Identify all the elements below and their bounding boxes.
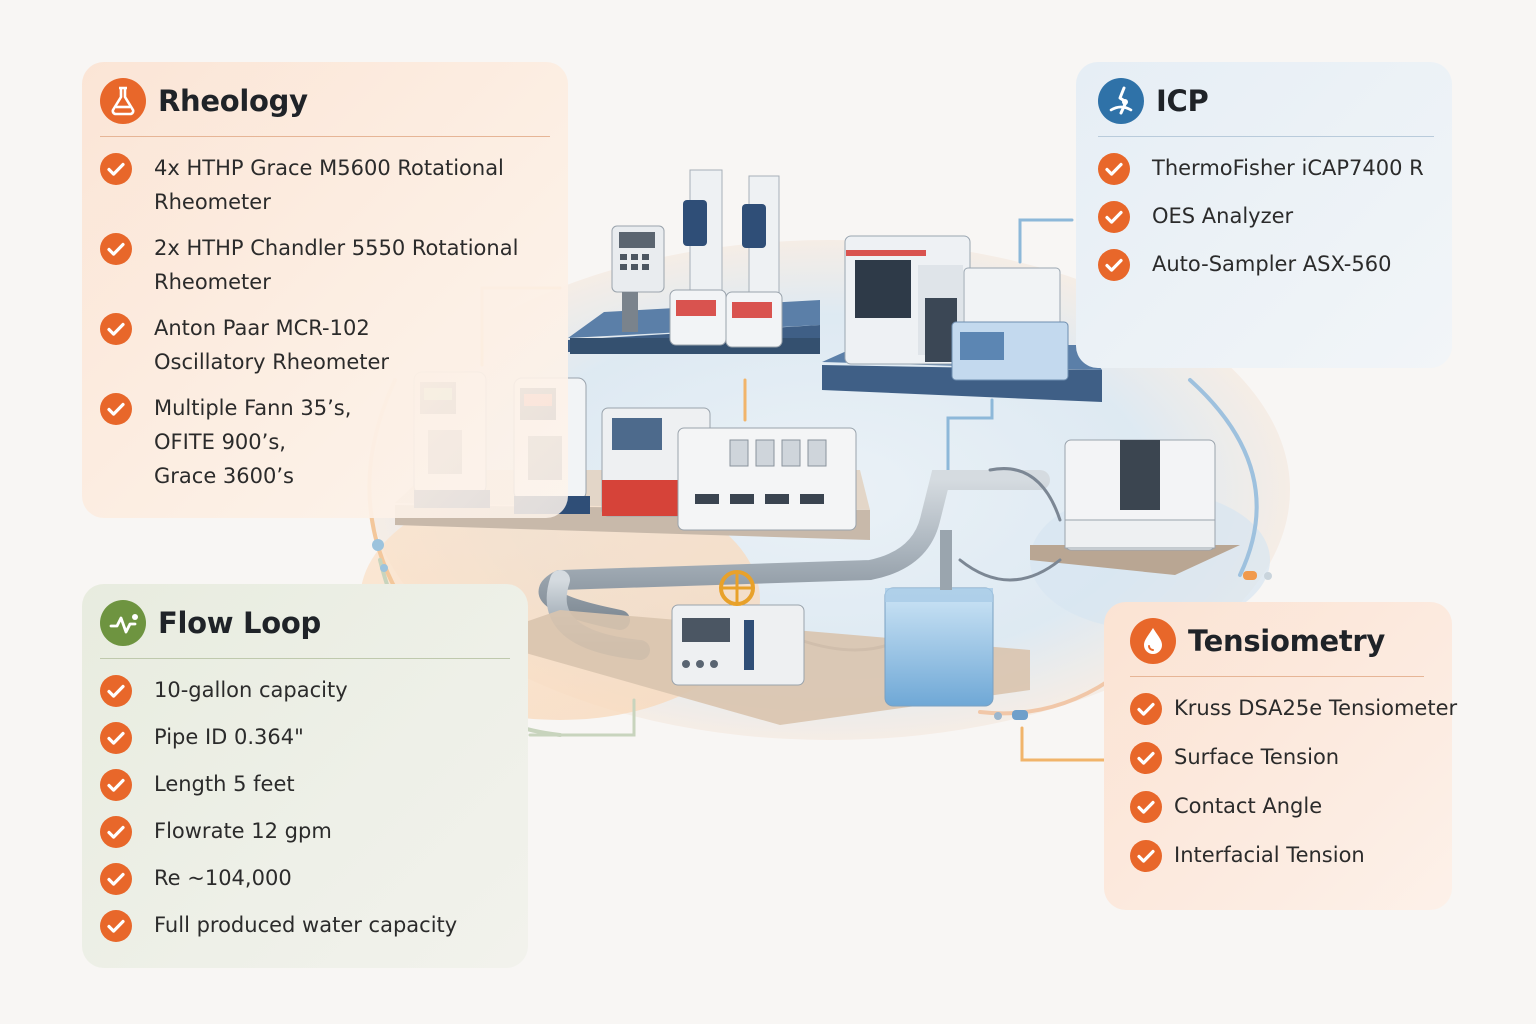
check-icon <box>100 153 132 185</box>
list-item: Auto-Sampler ASX-560 <box>1098 247 1434 281</box>
droplet-icon <box>1130 618 1176 664</box>
check-icon <box>100 722 132 754</box>
item-text: Re ~104,000 <box>154 866 292 890</box>
tensiometer-bench <box>1030 439 1240 575</box>
check-icon <box>1130 693 1162 725</box>
item-text: 10-gallon capacity <box>154 678 348 702</box>
flow-loop-divider <box>100 658 510 659</box>
rheology-header: Rheology <box>100 78 550 124</box>
icp-list: ThermoFisher iCAP7400 R OES Analyzer Aut… <box>1098 151 1434 281</box>
flow-chart-icon <box>100 600 146 646</box>
icp-divider <box>1098 136 1434 137</box>
item-text: Surface Tension <box>1174 745 1340 769</box>
check-icon <box>100 233 132 265</box>
check-icon <box>100 863 132 895</box>
list-item: Re ~104,000 <box>100 861 510 895</box>
item-text: Length 5 feet <box>154 772 295 796</box>
beaker-icon <box>100 78 146 124</box>
connector-lines <box>480 218 1112 762</box>
item-text: Interfacial Tension <box>1174 843 1365 867</box>
check-icon <box>100 313 132 345</box>
check-icon <box>1130 840 1162 872</box>
list-item: OES Analyzer <box>1098 199 1434 233</box>
list-item: Contact Angle <box>1130 789 1452 823</box>
list-item: Full produced water capacity <box>100 908 510 942</box>
flow-loop-bench <box>508 530 1030 725</box>
list-item: Pipe ID 0.364" <box>100 720 510 754</box>
item-text: Full produced water capacity <box>154 913 458 937</box>
list-item: Flowrate 12 gpm <box>100 814 510 848</box>
flow-loop-title: Flow Loop <box>158 606 321 640</box>
list-item: 10-gallon capacity <box>100 673 510 707</box>
flow-loop-list: 10-gallon capacity Pipe ID 0.364" Length… <box>100 673 510 942</box>
item-text: Contact Angle <box>1174 794 1323 818</box>
check-icon <box>1130 791 1162 823</box>
tensiometry-title: Tensiometry <box>1188 624 1386 658</box>
check-icon <box>1098 153 1130 185</box>
tensiometry-panel: Tensiometry Kruss DSA25e Tensiometer Sur… <box>1104 602 1457 910</box>
item-text: Flowrate 12 gpm <box>154 819 332 843</box>
rheology-divider <box>100 136 550 137</box>
tensiometry-header: Tensiometry <box>1130 618 1452 664</box>
item-text: Pipe ID 0.364" <box>154 725 304 749</box>
list-item: Kruss DSA25e Tensiometer <box>1130 691 1457 725</box>
check-icon <box>1130 742 1162 774</box>
check-icon <box>1098 249 1130 281</box>
check-icon <box>100 393 132 425</box>
item-text: Auto-Sampler ASX-560 <box>1152 252 1392 276</box>
list-item: Multiple Fann 35’s,OFITE 900’s,Grace 360… <box>100 391 550 493</box>
check-icon <box>100 769 132 801</box>
icp-header: ICP <box>1098 78 1434 124</box>
check-icon <box>1098 201 1130 233</box>
item-text: Kruss DSA25e Tensiometer <box>1174 696 1458 720</box>
flow-loop-panel: Flow Loop 10-gallon capacity Pipe ID 0.3… <box>82 584 528 968</box>
list-item: Surface Tension <box>1130 740 1452 774</box>
check-icon <box>100 816 132 848</box>
rheometer-bench <box>568 169 820 354</box>
list-item: Length 5 feet <box>100 767 510 801</box>
icp-analyzer-bench <box>822 235 1102 402</box>
item-text: Multiple Fann 35’s,OFITE 900’s,Grace 360… <box>154 396 352 488</box>
icp-panel: ICP ThermoFisher iCAP7400 R OES Analyzer… <box>1076 62 1452 368</box>
tensiometry-divider <box>1130 676 1424 677</box>
flow-loop-header: Flow Loop <box>100 600 510 646</box>
check-icon <box>100 910 132 942</box>
item-text: OES Analyzer <box>1152 204 1294 228</box>
check-icon <box>100 675 132 707</box>
rheology-title: Rheology <box>158 84 308 118</box>
item-text: ThermoFisher iCAP7400 R <box>1152 156 1424 180</box>
tensiometry-list: Kruss DSA25e Tensiometer Surface Tension… <box>1130 691 1457 872</box>
list-item: Interfacial Tension <box>1130 838 1452 872</box>
icp-title: ICP <box>1156 84 1209 118</box>
spectrometer-icon <box>1098 78 1144 124</box>
list-item: ThermoFisher iCAP7400 R <box>1098 151 1434 185</box>
